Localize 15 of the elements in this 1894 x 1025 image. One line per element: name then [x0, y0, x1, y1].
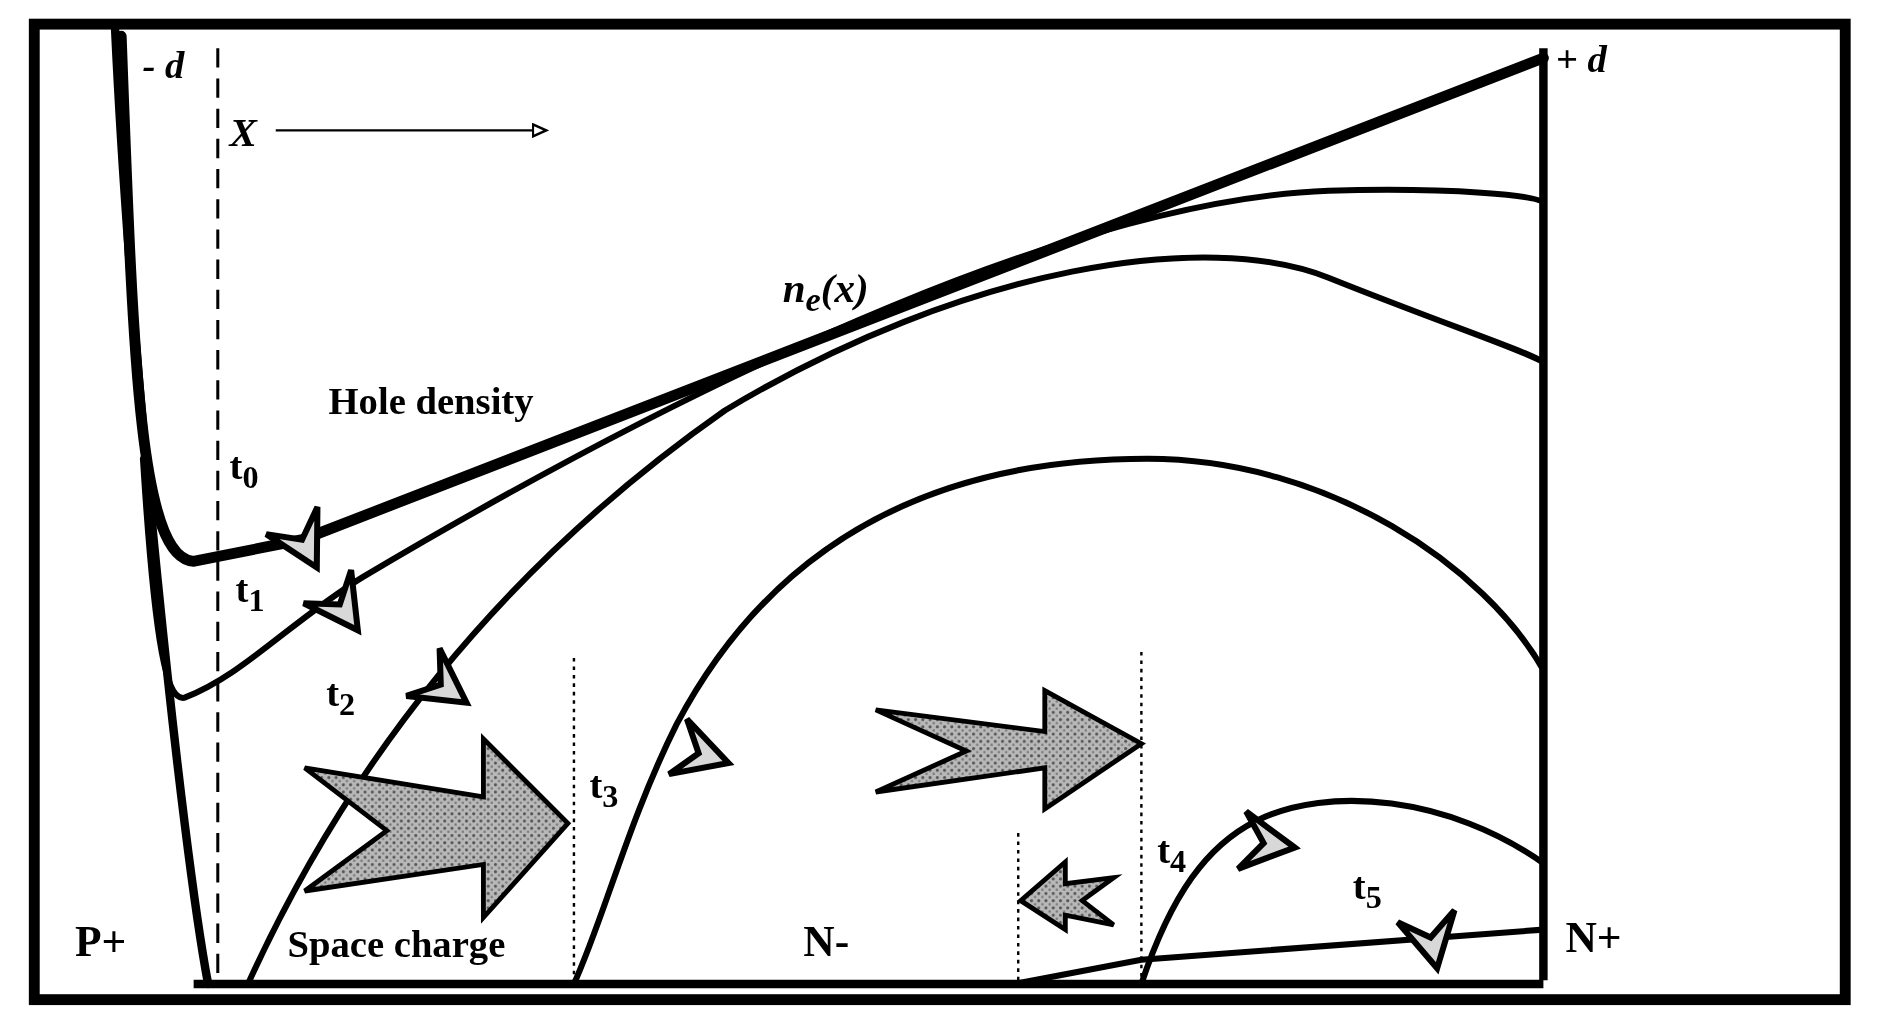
position-label: + d [1555, 39, 1607, 79]
time-label: t$_{5}$ [1352, 867, 1382, 914]
time-label: t$_{3}$ [589, 765, 619, 812]
region-label: N+ [1565, 915, 1622, 960]
time-label: t$_{1}$ [235, 570, 265, 617]
region-label: N- [803, 920, 850, 964]
time-label: t$_{2}$ [326, 674, 356, 720]
time-label: t$_{4}$ [1157, 831, 1187, 877]
curve-label: n$_{e}$(x) [782, 268, 869, 318]
region-label: P+ [74, 920, 127, 964]
position-label: - d [142, 45, 185, 85]
time-label: t$_{0}$ [229, 446, 259, 493]
axis-label: X [229, 112, 257, 154]
region-label: Space charge [287, 925, 506, 964]
curve-label: Hole density [328, 381, 534, 421]
